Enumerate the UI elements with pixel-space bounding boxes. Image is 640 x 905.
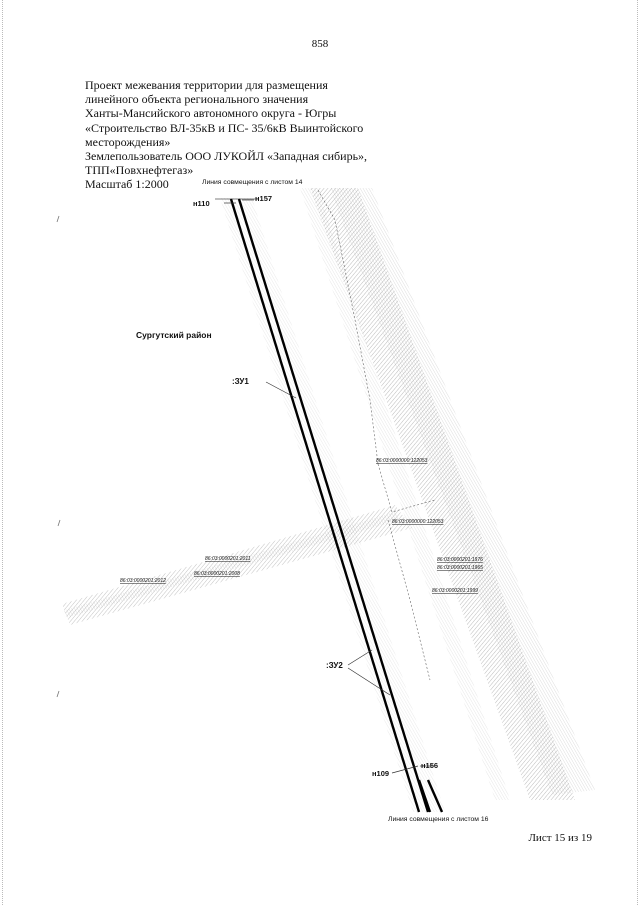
cadastral-number: 86:03:0000000:122053 xyxy=(392,519,444,525)
cadastral-number: 86:03:0000201:2011 xyxy=(205,556,251,562)
scale-line: Масштаб 1:2000 xyxy=(85,177,169,192)
district-label: Сургутский район xyxy=(136,330,212,340)
point-label-n157: н157 xyxy=(255,194,272,203)
header-line: ТПП«Повхнефтегаз» xyxy=(85,163,194,178)
zone-label-zu1: :ЗУ1 xyxy=(232,377,249,386)
cadastral-number: 86:03:0000201:1976 xyxy=(437,557,483,563)
zone-label-zu2: :ЗУ2 xyxy=(326,661,343,670)
header-line: линейного объекта регионального значения xyxy=(85,92,309,107)
line-continuation-bottom xyxy=(417,779,444,813)
page-number: 858 xyxy=(311,38,329,50)
scan-edge-right xyxy=(635,0,638,905)
point-label-n109: н109 xyxy=(372,769,389,778)
cadastral-number: 86:03:0000201:1999 xyxy=(432,588,478,594)
junction-label-top: Линия совмещения с листом 14 xyxy=(202,179,303,186)
scan-margin-marks xyxy=(56,215,61,698)
parcel-outlines xyxy=(317,189,436,681)
cadastral-number: 86:03:0000201:1965 xyxy=(437,565,483,571)
point-label-n110: н110 xyxy=(193,199,210,208)
header-line: месторождения» xyxy=(85,134,171,149)
junction-label-bottom: Линия совмещения с листом 16 xyxy=(388,816,489,823)
header-line: Землепользователь ООО ЛУКОЙЛ «Западная с… xyxy=(85,149,368,164)
scan-edge-left xyxy=(2,0,5,905)
document-header: Проект межевания территории для размещен… xyxy=(85,78,415,192)
header-line: «Строительство ВЛ-35кВ и ПС- 35/6кВ Выин… xyxy=(85,120,364,135)
cadastral-number: 86:03:0000000:122053 xyxy=(376,458,428,464)
sheet-number: Лист 15 из 19 xyxy=(528,832,592,844)
point-label-n156: н156 xyxy=(421,761,438,770)
label-leaders xyxy=(224,199,432,774)
cadastral-number: 86:03:0000201:2008 xyxy=(194,571,240,577)
cadastral-number: 86:03:0000201:2012 xyxy=(120,578,166,584)
existing-corridor-hatch xyxy=(300,188,595,800)
crossing-parcel-hatch xyxy=(62,505,412,625)
header-line: Проект межевания территории для размещен… xyxy=(85,78,328,92)
header-line: Ханты-Мансийского автономного округа - Ю… xyxy=(85,106,337,121)
designed-line-vl35 xyxy=(229,198,430,813)
